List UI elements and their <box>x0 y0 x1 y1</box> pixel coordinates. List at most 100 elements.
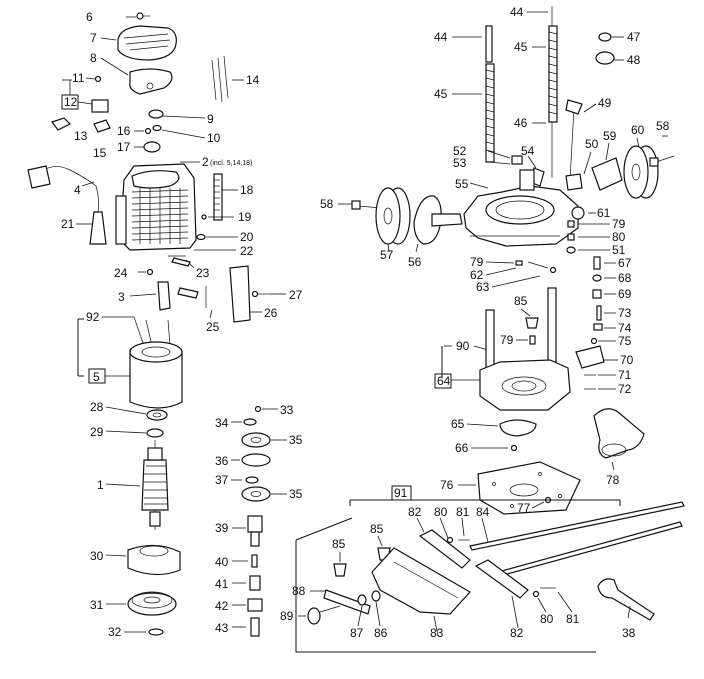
washer-68 <box>592 274 616 282</box>
label-57: 57 <box>380 248 394 262</box>
label-44b: 44 <box>510 5 524 19</box>
label-58b: 58 <box>320 197 334 211</box>
label-51: 51 <box>612 243 626 257</box>
label-22: 22 <box>240 244 254 258</box>
label-46: 46 <box>514 116 528 130</box>
power-cord-4 <box>27 165 100 213</box>
screw-16 <box>144 127 152 135</box>
label-85a: 85 <box>514 294 528 308</box>
label-4: 4 <box>74 183 81 197</box>
washer-86 <box>371 590 381 627</box>
washer-51 <box>566 246 576 254</box>
screw-62 <box>527 261 549 269</box>
label-20: 20 <box>240 230 254 244</box>
fence-82a <box>416 517 471 569</box>
top-cap-7 <box>100 25 177 61</box>
screw-73 <box>596 305 616 321</box>
screw-75 <box>590 337 616 345</box>
collet-41 <box>232 575 261 591</box>
label-16: 16 <box>117 124 131 138</box>
label-25: 25 <box>206 320 220 334</box>
label-10: 10 <box>207 131 221 145</box>
label-32: 32 <box>108 625 122 639</box>
fence-body-83 <box>371 547 471 637</box>
bracket-3 <box>129 281 171 311</box>
label-74: 74 <box>618 321 632 335</box>
label-63: 63 <box>476 280 490 294</box>
knob-85a <box>525 317 539 329</box>
label-33: 33 <box>280 403 294 417</box>
pin-80a <box>567 233 575 241</box>
label-23: 23 <box>196 266 210 280</box>
label-82b: 82 <box>510 626 524 640</box>
label-55: 55 <box>455 177 469 191</box>
label-11: 11 <box>72 71 85 85</box>
label-59: 59 <box>603 129 617 143</box>
label-79c: 79 <box>500 333 514 347</box>
label-81b: 81 <box>566 612 580 626</box>
pin-40 <box>232 554 258 568</box>
label-37: 37 <box>215 473 229 487</box>
label-34: 34 <box>215 416 229 430</box>
label-56: 56 <box>408 255 422 269</box>
rod-46 <box>532 122 553 178</box>
label-58a: 58 <box>656 119 670 133</box>
bearing-28 <box>105 406 168 421</box>
screw-58b <box>338 200 383 210</box>
handle-knob-60 <box>623 137 659 199</box>
screw-67 <box>593 256 616 270</box>
label-88: 88 <box>292 584 306 598</box>
clip-13 <box>51 117 72 131</box>
label-79b: 79 <box>470 255 484 269</box>
label-61: 61 <box>597 206 611 220</box>
cover-plate-8 <box>100 57 173 95</box>
label-26: 26 <box>264 306 278 320</box>
label-7: 7 <box>90 31 97 45</box>
washer-32 <box>148 628 164 636</box>
label-86: 86 <box>374 626 388 640</box>
spindle-39 <box>232 515 263 547</box>
screw-81b <box>540 587 573 613</box>
part-74 <box>593 323 616 331</box>
label-62: 62 <box>470 268 484 282</box>
label-43: 43 <box>215 621 229 635</box>
label-80c: 80 <box>540 612 554 626</box>
label-45a: 45 <box>434 87 448 101</box>
label-83: 83 <box>430 626 444 640</box>
label-38: 38 <box>622 626 636 640</box>
label-35a: 35 <box>289 433 303 447</box>
wire-set-14 <box>211 55 244 103</box>
label-15: 15 <box>93 146 107 160</box>
fence-82b <box>474 559 529 629</box>
collet-43 <box>232 617 260 637</box>
bearing-35b <box>241 486 287 502</box>
screw-81a <box>458 517 470 541</box>
rod-44a <box>452 25 493 63</box>
knob-47 <box>598 32 612 42</box>
handle-57 <box>375 187 411 253</box>
base-casting-64 <box>479 287 571 411</box>
label-87: 87 <box>350 626 364 640</box>
label-9: 9 <box>207 112 214 126</box>
label-85b: 85 <box>370 522 384 536</box>
label-60: 60 <box>631 123 645 137</box>
label-49: 49 <box>598 96 612 110</box>
knob-17 <box>143 141 161 153</box>
label-68: 68 <box>618 271 632 285</box>
label-2: 2 <box>202 155 209 169</box>
label-13: 13 <box>74 129 88 143</box>
dust-guide-78 <box>593 408 645 471</box>
label-90: 90 <box>456 339 470 353</box>
lever-49 <box>565 99 597 181</box>
label-67: 67 <box>618 256 632 270</box>
label-31: 31 <box>90 598 104 612</box>
pin-79a <box>567 220 575 228</box>
ring-36 <box>231 453 271 467</box>
label-35b: 35 <box>289 487 303 501</box>
label-40: 40 <box>215 555 229 569</box>
label-45b: 45 <box>514 40 528 54</box>
scale-18 <box>213 173 238 221</box>
label-1: 1 <box>97 478 104 492</box>
label-47: 47 <box>627 30 641 44</box>
label-70: 70 <box>620 353 634 367</box>
